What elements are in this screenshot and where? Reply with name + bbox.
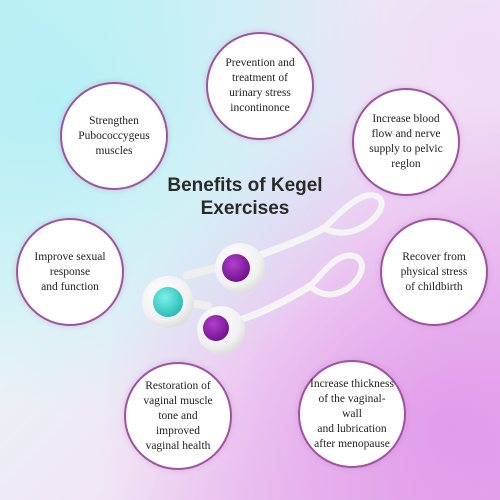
benefit-bubble-vaginal-tone: Restoration of vaginal muscle tone and i… <box>124 362 232 470</box>
benefit-text: Improve sexual response and function <box>34 250 106 293</box>
benefit-text: Recover from physical stress of childbir… <box>400 250 468 293</box>
benefit-bubble-menopause: Increase thickness of the vaginal-wall a… <box>298 360 406 468</box>
kegel-balls-image <box>142 192 385 354</box>
benefit-bubble-urinary-incontinence: Prevention and treatment of urinary stre… <box>206 32 314 140</box>
benefit-bubble-childbirth: Recover from physical stress of childbir… <box>380 218 488 326</box>
benefit-text: Prevention and treatment of urinary stre… <box>225 57 295 114</box>
benefit-text: Increase blood flow and nerve supply to … <box>369 113 443 170</box>
kegel-ball-teal <box>142 276 194 328</box>
benefit-bubble-sexual-response: Improve sexual response and function <box>16 218 124 326</box>
retrieval-loop-upper <box>254 192 385 260</box>
kegel-ball-small-purple <box>197 306 245 354</box>
kegel-ball-large-purple <box>215 243 265 293</box>
benefit-bubble-pubococcygeus: Strengthen Pubococcygeus muscles <box>60 82 168 190</box>
page-title: Benefits of Kegel Exercises <box>167 175 323 219</box>
benefit-bubble-blood-flow: Increase blood flow and nerve supply to … <box>352 88 460 196</box>
benefit-text: Strengthen Pubococcygeus muscles <box>78 114 150 157</box>
benefit-text: Restoration of vaginal muscle tone and i… <box>143 379 213 452</box>
benefit-text: Increase thickness of the vaginal-wall a… <box>310 377 394 450</box>
